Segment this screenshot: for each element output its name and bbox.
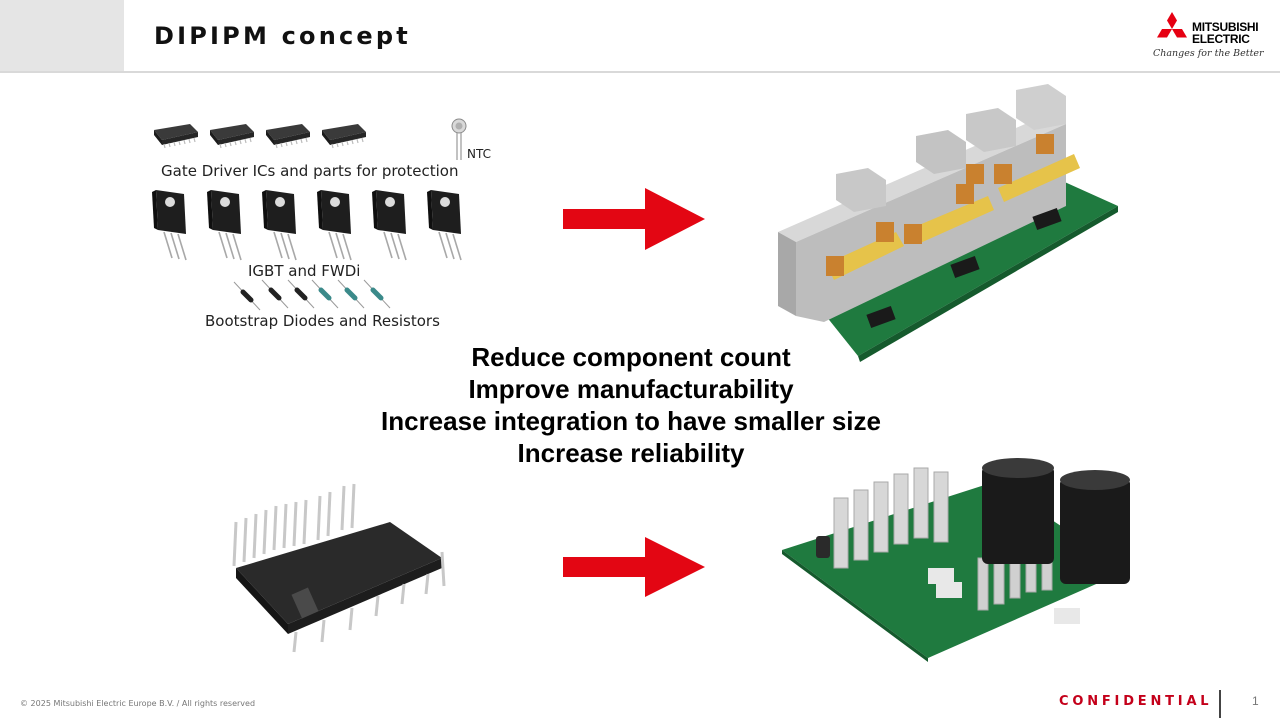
header-accent-block bbox=[0, 0, 124, 72]
ntc-label: NTC bbox=[467, 147, 491, 161]
igbt-fwdi-image bbox=[152, 189, 462, 261]
benefit-line-4: Increase reliability bbox=[517, 438, 745, 468]
mitsubishi-logo: MITSUBISHI ELECTRIC Changes for the Bett… bbox=[1150, 12, 1270, 64]
ntc-thermistor-image bbox=[451, 118, 467, 160]
arrow-right-icon bbox=[563, 188, 705, 250]
footer-divider bbox=[1219, 690, 1221, 718]
slide-title: DIPIPM concept bbox=[154, 22, 411, 50]
dipipm-module-image bbox=[232, 483, 446, 653]
benefit-line-1: Reduce component count bbox=[471, 342, 791, 372]
benefit-line-2: Improve manufacturability bbox=[468, 374, 794, 404]
page-number: 1 bbox=[1252, 694, 1259, 708]
confidential-label: CONFIDENTIAL bbox=[1059, 694, 1213, 709]
gate-driver-ic-image bbox=[154, 123, 367, 149]
header-divider bbox=[0, 71, 1280, 73]
benefit-line-3: Increase integration to have smaller siz… bbox=[381, 406, 881, 436]
logo-tagline: Changes for the Better bbox=[1153, 48, 1264, 59]
bootstrap-diodes-resistors-image bbox=[233, 279, 391, 311]
discrete-inverter-board-image bbox=[778, 84, 1118, 362]
bootstrap-label: Bootstrap Diodes and Resistors bbox=[205, 312, 440, 330]
copyright-notice: © 2025 Mitsubishi Electric Europe B.V. /… bbox=[20, 699, 256, 708]
gate-driver-label: Gate Driver ICs and parts for protection bbox=[161, 162, 459, 180]
igbt-label: IGBT and FWDi bbox=[248, 262, 361, 280]
three-diamonds-icon bbox=[1157, 12, 1187, 38]
logo-word-electric: ELECTRIC bbox=[1192, 32, 1250, 46]
integrated-inverter-board-image bbox=[782, 458, 1130, 662]
logo-word-mitsubishi: MITSUBISHI bbox=[1192, 20, 1259, 34]
arrow-right-icon bbox=[563, 537, 705, 597]
